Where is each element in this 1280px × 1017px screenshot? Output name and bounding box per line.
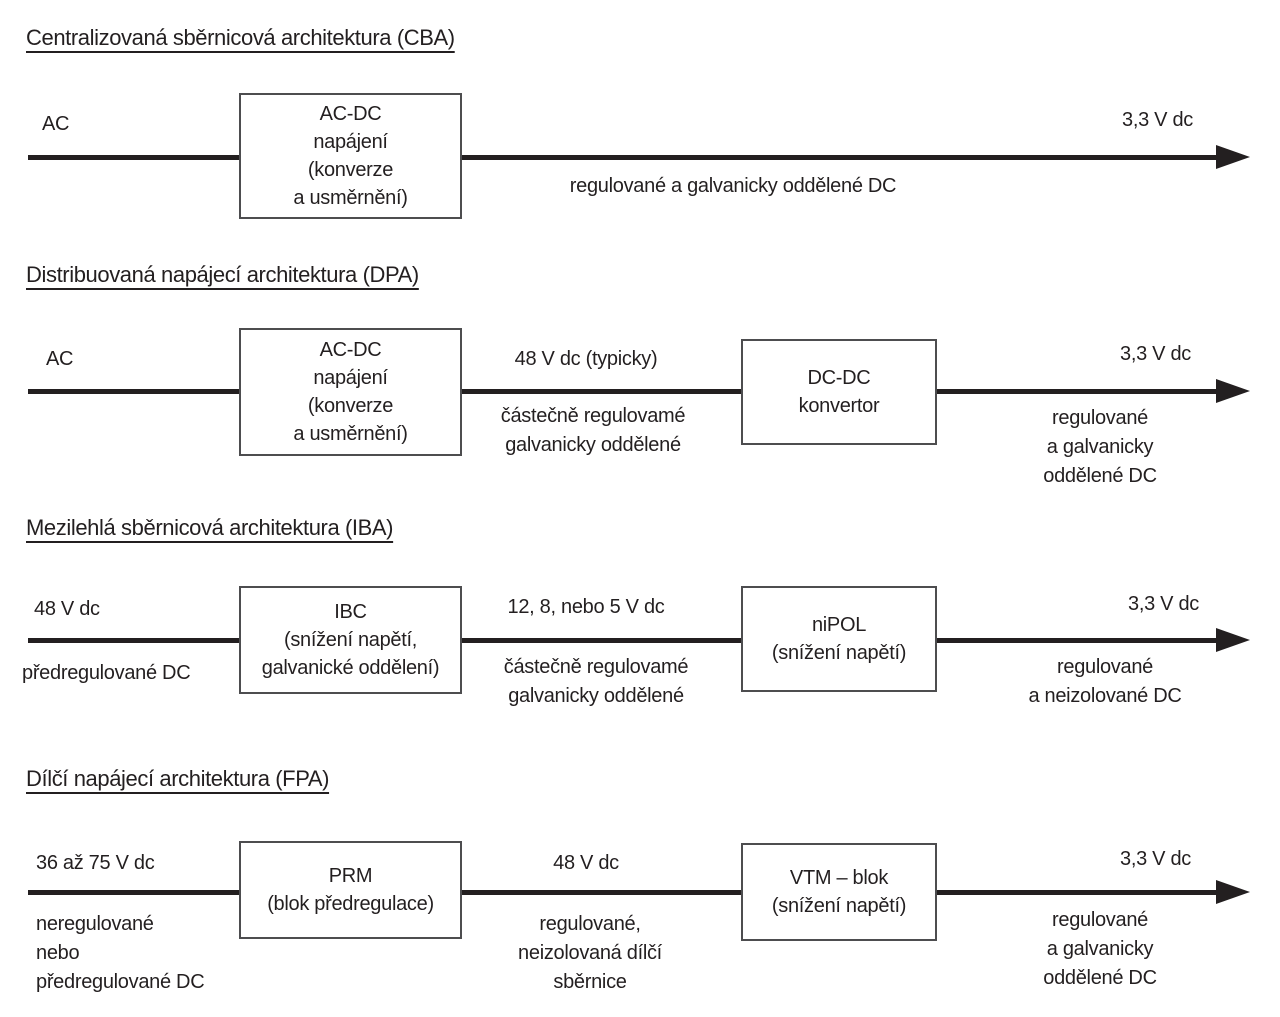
bus-label: 48 V dc [553, 852, 619, 874]
flow-line [28, 638, 1220, 643]
box-label: AC-DC napájení (konverze a usměrnění) [293, 339, 408, 445]
box-label: PRM (blok předregulace) [267, 865, 434, 915]
input-label: 48 V dc [34, 598, 100, 620]
arrow-right-icon [1216, 379, 1250, 403]
bus-label: 48 V dc (typicky) [514, 348, 658, 370]
flow-line [28, 389, 1220, 394]
bus-sublabel: regulované, neizolovaná dílčí sběrnice [518, 913, 662, 993]
converter-box-nipol: niPOL (snížení napětí) [741, 586, 937, 692]
output-label: 3,3 V dc [1120, 848, 1191, 870]
input-label: AC [42, 113, 70, 135]
converter-box-acdc: AC-DC napájení (konverze a usměrnění) [239, 328, 462, 456]
section-title-iba: Mezilehlá sběrnicová architektura (IBA) [26, 515, 394, 540]
input-sublabel: neregulované nebo předregulované DC [36, 913, 205, 993]
output-sublabel: regulované a galvanicky oddělené DC [569, 175, 897, 197]
converter-box-ibc: IBC (snížení napětí, galvanické oddělení… [239, 586, 462, 694]
bus-sublabel: částečně regulovamé galvanicky oddělené [500, 405, 686, 456]
output-label: 3,3 V dc [1128, 593, 1199, 615]
output-sublabel: regulované a galvanicky oddělené DC [1043, 407, 1157, 487]
output-sublabel: regulované a neizolované DC [1028, 656, 1182, 707]
converter-box-dcdc: DC-DC konvertor [741, 339, 937, 445]
converter-box-vtm: VTM – blok (snížení napětí) [741, 843, 937, 941]
section-title-dpa: Distribuovaná napájecí architektura (DPA… [26, 262, 419, 287]
arrow-right-icon [1216, 880, 1250, 904]
output-label: 3,3 V dc [1122, 109, 1193, 131]
box-label: AC-DC napájení (konverze a usměrnění) [293, 103, 408, 209]
output-label: 3,3 V dc [1120, 343, 1191, 365]
section-title-fpa: Dílčí napájecí architektura (FPA) [26, 766, 330, 791]
arrow-right-icon [1216, 145, 1250, 169]
flow-line [28, 155, 1220, 160]
box-label: VTM – blok (snížení napětí) [771, 867, 907, 917]
input-label: AC [46, 348, 74, 370]
converter-box-prm: PRM (blok předregulace) [239, 841, 462, 939]
bus-sublabel: částečně regulovamé galvanicky oddělené [503, 656, 689, 707]
box-label: DC-DC konvertor [798, 367, 880, 417]
converter-box-acdc: AC-DC napájení (konverze a usměrnění) [239, 93, 462, 219]
bus-label: 12, 8, nebo 5 V dc [507, 596, 665, 618]
section-title-cba: Centralizovaná sběrnicová architektura (… [26, 25, 455, 50]
box-label: IBC (snížení napětí, galvanické oddělení… [261, 601, 440, 679]
input-label: 36 až 75 V dc [36, 852, 155, 874]
output-sublabel: regulované a galvanicky oddělené DC [1043, 909, 1157, 989]
flow-line [28, 890, 1220, 895]
arrow-right-icon [1216, 628, 1250, 652]
input-sublabel: předregulované DC [22, 662, 191, 684]
box-label: niPOL (snížení napětí) [771, 614, 907, 664]
